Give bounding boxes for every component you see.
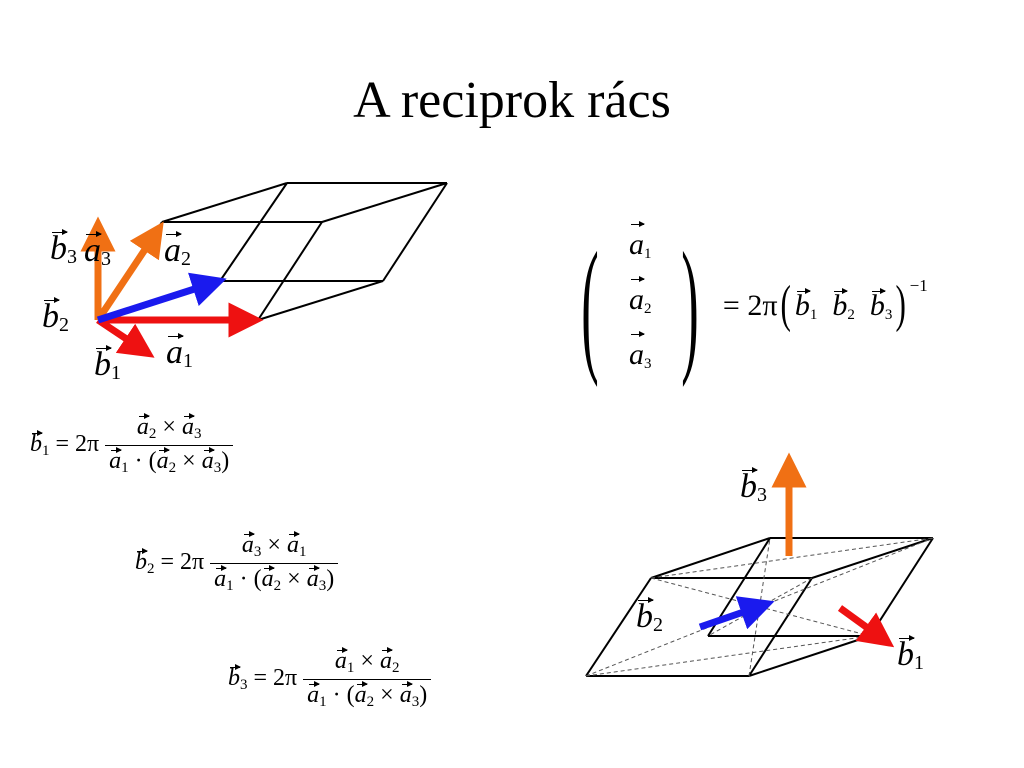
b1-arrow — [96, 317, 155, 358]
bottom-vectors — [698, 452, 895, 648]
matrix-equation: ( a1 a2 a3 ) = 2π(b1 b2 b3)−1 — [565, 221, 928, 388]
formula-b3: b3 = 2π a1 × a2 a1 · (a2 × a3) — [228, 647, 432, 711]
top-vectors — [80, 216, 264, 358]
matrix-column: a1 a2 a3 — [615, 221, 666, 387]
a3-arrow — [95, 221, 164, 322]
formula-b1: b1 = 2π a2 × a3 a1 · (a2 × a3) — [30, 413, 234, 477]
label-b2: b2 — [42, 297, 69, 336]
matrix-left-paren: ( — [581, 221, 599, 388]
page-title: A reciprok rács — [353, 72, 671, 129]
label-rb2: b2 — [636, 597, 663, 636]
matrix-right-paren: ) — [681, 221, 700, 388]
matrix-rhs: = 2π(b1 b2 b3)−1 — [722, 276, 928, 333]
label-rb1: b1 — [897, 635, 924, 674]
a2-arrow — [96, 272, 227, 324]
label-rb3: b3 — [740, 467, 767, 506]
rb2-arrow — [698, 596, 775, 631]
rb1-arrow — [837, 605, 895, 648]
label-b1: b1 — [94, 345, 121, 384]
label-a3: a3 — [84, 231, 111, 270]
label-a2: a2 — [164, 231, 191, 270]
label-b3: b3 — [50, 229, 77, 268]
label-a1: a1 — [166, 333, 193, 372]
top-cell — [97, 182, 448, 321]
formula-b2: b2 = 2π a3 × a1 a1 · (a2 × a3) — [135, 531, 339, 595]
bottom-cell — [585, 537, 934, 677]
